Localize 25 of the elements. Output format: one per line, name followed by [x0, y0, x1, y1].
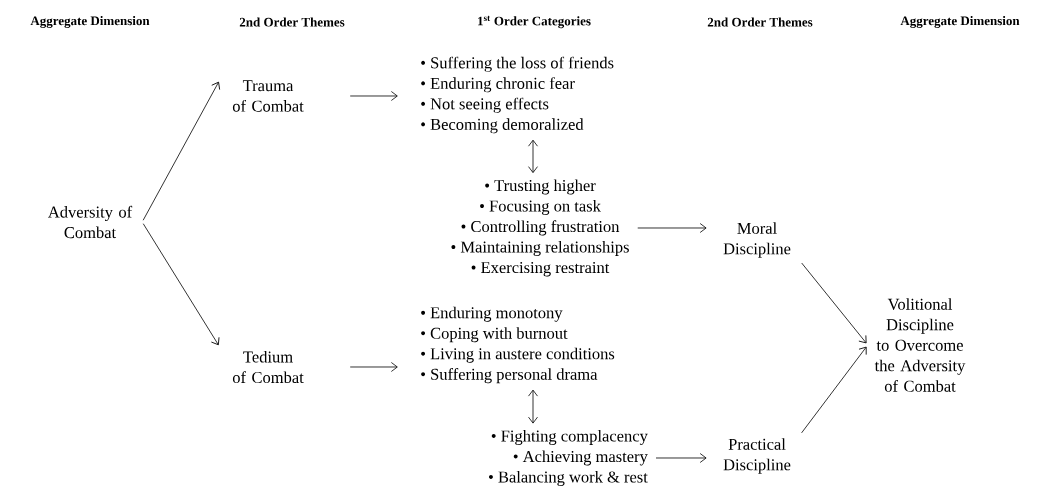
column-heading: Aggregate Dimension: [900, 16, 1020, 28]
column-heading: Aggregate Dimension: [30, 16, 150, 28]
arrow: [801, 346, 867, 434]
arrow: [142, 81, 221, 221]
theme-text: Moral Discipline: [723, 222, 791, 258]
arrow: [655, 453, 707, 463]
column-heading: 2nd Order Themes: [239, 17, 345, 27]
theme-text: Tedium of Combat: [232, 350, 304, 384]
arrow: [528, 389, 538, 424]
arrow: [349, 362, 398, 372]
column-heading: 2nd Order Themes: [707, 17, 813, 27]
theme-text: Practical Discipline: [723, 438, 791, 474]
arrow: [637, 223, 707, 233]
dimension-text: Adversity of Combat: [48, 205, 133, 239]
arrow: [801, 262, 867, 344]
arrow: [142, 223, 220, 346]
category-list: • Suffering the loss of friends • Enduring chronic fear • Not seeing effects • Becoming demoralized: [421, 56, 614, 134]
arrow: [349, 91, 398, 101]
dimension-text: Volitional Discipline to Overcome the Adversity of Combat: [874, 298, 966, 392]
theme-text: Trauma of Combat: [232, 80, 304, 112]
arrow: [528, 139, 538, 173]
category-list: • Fighting complacency • Achieving mastery • Balancing work & rest: [489, 430, 648, 486]
category-list: • Trusting higher • Focusing on task • Controlling frustration • Maintaining relationships • Exercising restraint: [451, 179, 629, 277]
column-heading: 1$^{st}$ Order Categories: [478, 15, 591, 29]
category-list: • Enduring monotony • Coping with burnout • Living in austere conditions • Suffering personal drama: [421, 306, 615, 384]
